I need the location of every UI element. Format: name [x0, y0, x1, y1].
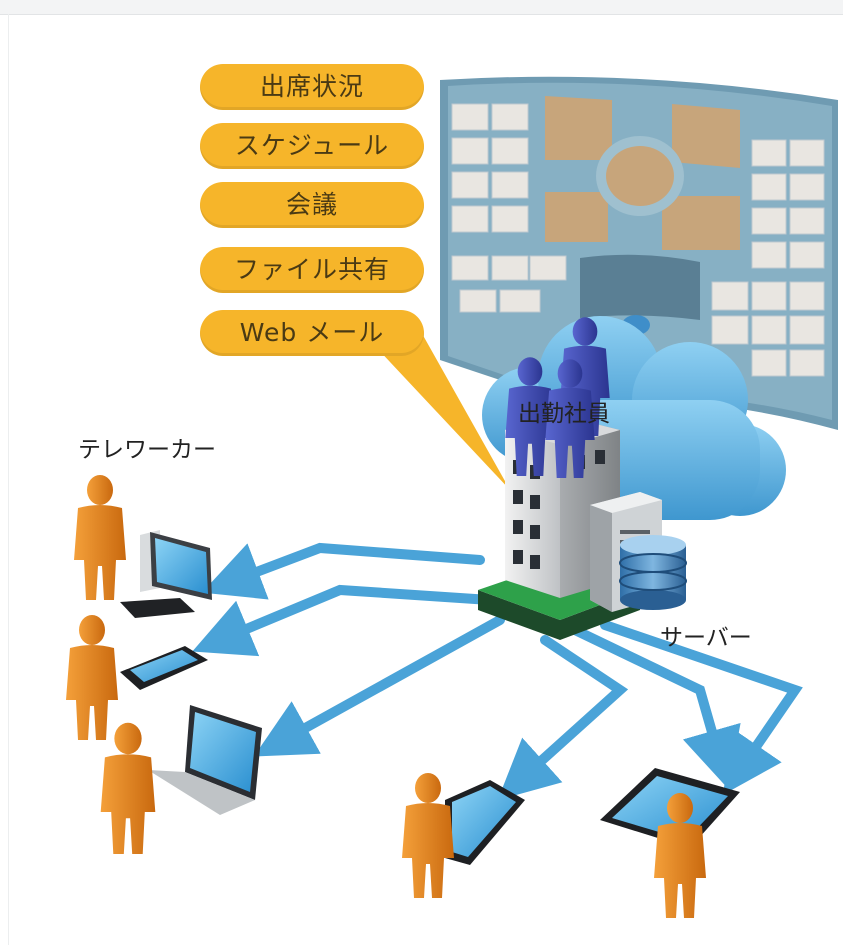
laptop-icon [148, 705, 262, 815]
office-floorplan [440, 76, 838, 431]
database-icon [619, 535, 687, 610]
smartphone-icon [120, 646, 208, 690]
smartphone-icon [445, 780, 525, 865]
office-staff-label: 出勤社員 [518, 401, 610, 427]
teleworker-label: テレワーカー [78, 437, 216, 463]
network-arrows [192, 542, 803, 801]
left-border [8, 14, 9, 945]
server-label: サーバー [660, 625, 752, 651]
service-schedule: スケジュール [200, 123, 424, 169]
service-file-sharing: ファイル共有 [200, 247, 424, 293]
service-webmail: Web メール [200, 310, 424, 356]
service-meeting: 会議 [200, 182, 424, 228]
speech-bubble-tail [360, 330, 510, 490]
top-bar [0, 0, 843, 15]
service-attendance: 出席状況 [200, 64, 424, 110]
desktop-computer-icon [120, 530, 212, 618]
